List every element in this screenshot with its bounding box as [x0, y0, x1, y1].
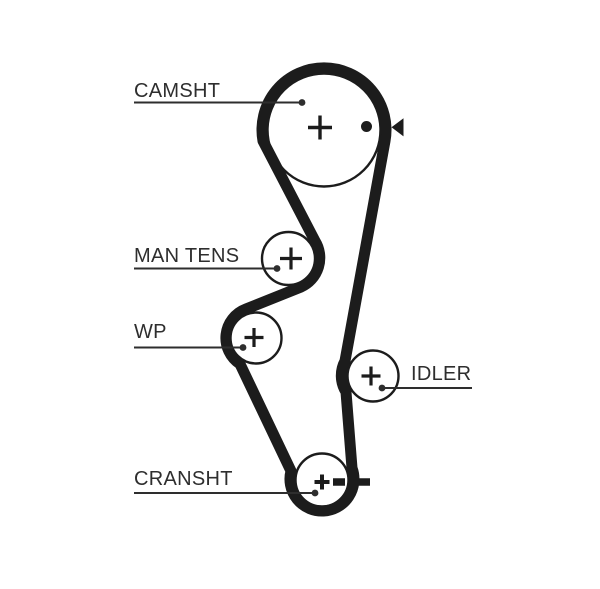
camshaft-pulley	[266, 72, 382, 188]
leader-lines	[134, 101, 472, 494]
wp-label: WP	[134, 321, 167, 343]
cransht-leader-dot	[311, 489, 319, 497]
man-tens-center-cross-icon	[280, 247, 302, 270]
water-pump-center-cross-icon	[244, 328, 264, 347]
camsht-label: CAMSHT	[134, 80, 221, 102]
cransht-label: CRANSHT	[134, 468, 233, 490]
camsht-leader-dot	[298, 99, 306, 106]
leader-dots	[239, 99, 386, 497]
water-pump-pulley	[229, 311, 283, 365]
crankshaft-center-cross-icon	[314, 474, 330, 490]
camshaft-timing-dot-icon	[361, 121, 372, 132]
wp-leader-dot	[239, 344, 247, 351]
camshaft-alignment-arrow-icon	[391, 118, 404, 137]
idler-leader-dot	[378, 384, 386, 392]
timing-belt	[220, 62, 392, 517]
idler-center-cross-icon	[361, 366, 381, 386]
idler-label: IDLER	[411, 363, 472, 385]
man-tens-label: MAN TENS	[134, 245, 240, 267]
man-tens-leader-dot	[273, 265, 281, 272]
camshaft-center-cross-icon	[308, 115, 332, 140]
crankshaft-pulley	[294, 452, 350, 508]
manual-tensioner-pulley	[260, 230, 317, 287]
idler-pulley	[346, 349, 400, 403]
